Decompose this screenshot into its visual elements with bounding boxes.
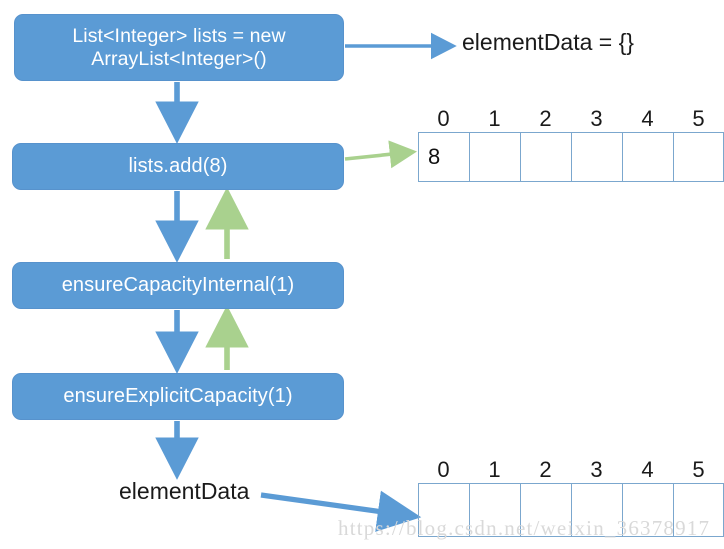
label-element-data-empty: elementData = {} <box>462 29 634 55</box>
array-bottom-cell-4[interactable] <box>622 483 673 537</box>
array-bottom-index-5: 5 <box>692 457 705 482</box>
node-ensure-capacity-internal[interactable]: ensureCapacityInternal(1) <box>12 262 344 309</box>
array-top-index-3: 3 <box>590 106 603 131</box>
array-top-cell-row: 8 <box>418 132 724 182</box>
array-top-index-1: 1 <box>488 106 501 131</box>
array-bottom-index-0: 0 <box>437 457 450 482</box>
array-top-header-row: 0 1 2 3 4 5 <box>418 106 724 132</box>
node-lists-add[interactable]: lists.add(8) <box>12 143 344 190</box>
array-bottom-cell-1[interactable] <box>469 483 520 537</box>
array-bottom-index-1: 1 <box>488 457 501 482</box>
label-element-data: elementData <box>119 478 250 504</box>
array-top-cell-2[interactable] <box>520 132 571 182</box>
array-bottom-cell-0[interactable] <box>418 483 469 537</box>
array-bottom-cell-2[interactable] <box>520 483 571 537</box>
watermark-text: https://blog.csdn.net/weixin_36378917 <box>338 516 711 540</box>
node-ensure-explicit-capacity[interactable]: ensureExplicitCapacity(1) <box>12 373 344 420</box>
array-bottom-index-2: 2 <box>539 457 552 482</box>
array-top-index-4: 4 <box>641 106 654 131</box>
array-bottom-index-3: 3 <box>590 457 603 482</box>
array-top-cell-3[interactable] <box>571 132 622 182</box>
array-top-cell-1[interactable] <box>469 132 520 182</box>
array-bottom-header-row: 0 1 2 3 4 5 <box>418 457 724 483</box>
array-bottom-cell-3[interactable] <box>571 483 622 537</box>
arrow-add-to-array-top <box>344 140 418 169</box>
array-top: 0 1 2 3 4 5 8 <box>418 106 724 182</box>
array-top-cell-5[interactable] <box>673 132 724 182</box>
node-list-declaration[interactable]: List<Integer> lists = new ArrayList<Inte… <box>14 14 344 81</box>
array-bottom-index-4: 4 <box>641 457 654 482</box>
array-top-index-5: 5 <box>692 106 705 131</box>
array-top-cell-4[interactable] <box>622 132 673 182</box>
array-top-index-0: 0 <box>437 106 450 131</box>
array-top-cell-0[interactable]: 8 <box>418 132 469 182</box>
array-top-index-2: 2 <box>539 106 552 131</box>
arrow-elementdata-to-array-bottom <box>260 490 422 532</box>
